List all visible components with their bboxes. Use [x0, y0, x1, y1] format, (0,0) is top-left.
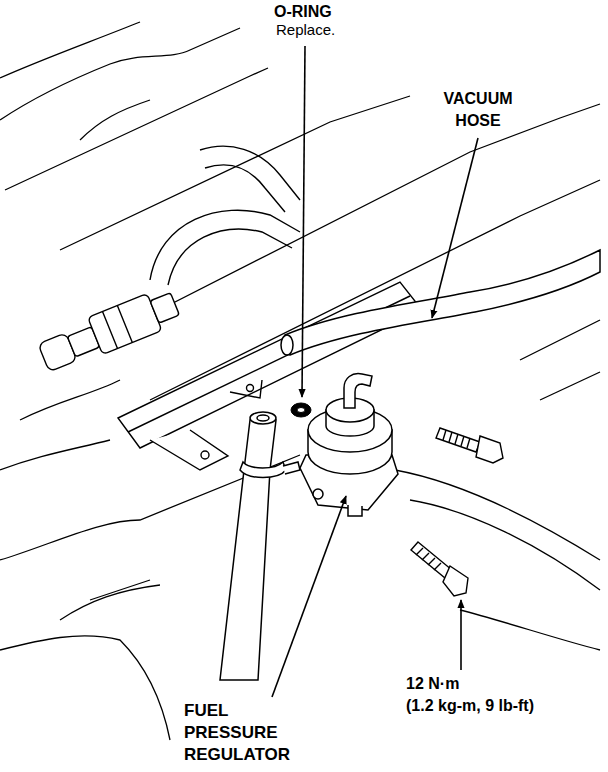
- pressure-regulator: [300, 374, 398, 516]
- intake-manifold-part: [20, 380, 120, 420]
- fuel-return-hose-part: [250, 412, 276, 424]
- fuel-rail-part: [201, 451, 209, 459]
- intake-manifold-part: [0, 440, 110, 470]
- o-ring: [291, 403, 311, 417]
- fuel-return-hose-part: [283, 462, 300, 474]
- injector-hose-part: [168, 229, 292, 285]
- pressure-regulator-part: [313, 489, 323, 499]
- intake-manifold-part: [460, 610, 600, 650]
- o-ring-part: [291, 403, 311, 417]
- intake-manifold-part: [90, 580, 150, 600]
- fuel-return-hose: [220, 412, 300, 680]
- mounting-bolt-part: [411, 542, 452, 578]
- torque-label: 12 N·m: [406, 674, 459, 694]
- fuel-rail-part: [150, 430, 228, 470]
- mounting-bolt: [411, 428, 503, 596]
- part-label: VACUUM HOSE: [428, 88, 528, 132]
- fuel-injector-part: [150, 293, 179, 323]
- fuel-injector: [36, 285, 183, 375]
- torque-label: (1.2 kg-m, 9 lb-ft): [406, 696, 534, 716]
- intake-manifold-part: [150, 180, 600, 400]
- intake-manifold-part: [520, 320, 600, 360]
- o-ring-part: [297, 408, 305, 413]
- fuel-return-hose-part: [240, 462, 286, 478]
- part-label: FUEL PRESSURE REGULATOR: [184, 700, 299, 766]
- intake-manifold-part: [540, 372, 600, 400]
- intake-manifold-part: [410, 500, 600, 590]
- mounting-bolt-part: [443, 430, 470, 448]
- note-label: Replace.: [276, 21, 335, 39]
- intake-manifold-part: [60, 96, 410, 250]
- fuel-return-hose-part: [220, 420, 276, 680]
- intake-manifold-part: [0, 636, 170, 740]
- fuel-return-hose-part: [257, 415, 269, 421]
- mounting-bolt-part: [476, 436, 503, 463]
- intake-manifold-part: [0, 28, 240, 120]
- vacuum-hose: [281, 250, 600, 355]
- injector-hose: [150, 146, 300, 285]
- leader-lines-part: [432, 138, 478, 318]
- leader-lines-part: [302, 46, 305, 397]
- intake-manifold-part: [60, 585, 160, 620]
- fuel-injector-part: [103, 305, 133, 348]
- intake-manifold-part: [80, 100, 150, 140]
- pressure-regulator-part: [348, 505, 362, 516]
- pressure-regulator-part: [344, 374, 372, 408]
- fuel-rail-part: [230, 380, 262, 398]
- fuel-rail-part: [247, 385, 254, 392]
- intake-manifold-part: [5, 68, 268, 190]
- mounting-bolt-part: [416, 548, 441, 570]
- mounting-bolt-part: [436, 428, 480, 452]
- leader-lines-part: [460, 600, 462, 670]
- part-label: O-RING: [274, 2, 332, 21]
- intake-manifold: [0, 22, 600, 740]
- mounting-bolt-part: [443, 566, 468, 596]
- injector-hose-part: [205, 165, 285, 212]
- leader-lines: [272, 46, 478, 697]
- vacuum-hose-part: [285, 250, 600, 355]
- intake-manifold-part: [395, 470, 600, 560]
- leader-lines-part: [272, 496, 346, 697]
- intake-manifold-part: [0, 22, 140, 78]
- vacuum-hose-part: [281, 335, 293, 355]
